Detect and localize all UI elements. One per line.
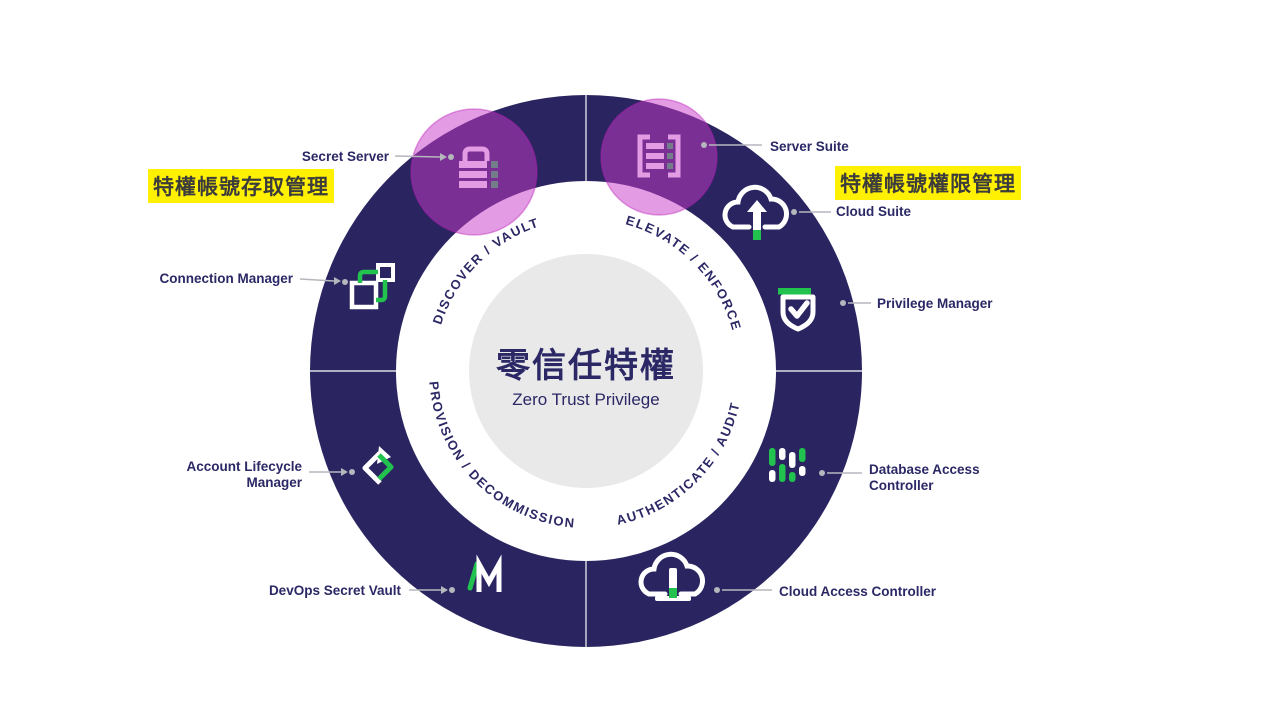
center-circle xyxy=(469,254,703,488)
label-cloud-suite: Cloud Suite xyxy=(836,204,911,219)
account-lifecycle-icon xyxy=(362,446,394,485)
label-privilege-manager: Privilege Manager xyxy=(877,296,993,311)
highlight-circle-server-suite xyxy=(600,98,718,216)
leader-database-access xyxy=(819,470,862,476)
database-access-icon xyxy=(769,448,806,482)
privilege-manager-icon xyxy=(778,288,816,332)
label-secret-server: Secret Server xyxy=(301,149,389,164)
leader-server-suite xyxy=(701,142,762,148)
center-title-en: Zero Trust Privilege xyxy=(512,390,660,409)
leader-devops-vault xyxy=(409,586,455,594)
devops-vault-icon xyxy=(467,554,502,592)
leader-cloud-access xyxy=(714,587,772,593)
label-database-access: Database Access Controller xyxy=(869,462,980,494)
highlight-circle-secret-server xyxy=(410,108,538,236)
label-account-lifecycle-line1: Account Lifecycle xyxy=(186,459,302,474)
label-database-access-line2: Controller xyxy=(869,478,934,494)
leader-secret-server xyxy=(394,153,454,161)
label-server-suite: Server Suite xyxy=(770,139,849,154)
label-account-lifecycle: Account Lifecycle Manager xyxy=(186,459,302,491)
label-database-access-line1: Database Access xyxy=(869,462,980,477)
label-connection-manager: Connection Manager xyxy=(159,271,293,286)
label-account-lifecycle-line2: Manager xyxy=(246,475,302,491)
highlight-label-left: 特權帳號存取管理 xyxy=(148,169,334,203)
cloud-access-icon xyxy=(638,551,706,601)
leader-account-lifecycle xyxy=(309,468,355,476)
label-cloud-access: Cloud Access Controller xyxy=(779,584,937,599)
leader-lines xyxy=(299,142,871,594)
highlight-label-right: 特權帳號權限管理 xyxy=(835,166,1021,200)
leader-connection-manager xyxy=(299,277,348,285)
connection-manager-icon xyxy=(349,263,395,310)
zero-trust-wheel xyxy=(310,95,862,647)
center-title-zh: 零信任特權 xyxy=(496,347,676,385)
leader-privilege-manager xyxy=(840,300,871,306)
label-devops-vault: DevOps Secret Vault xyxy=(268,583,401,598)
leader-cloud-suite xyxy=(791,209,831,215)
cloud-suite-icon xyxy=(722,184,790,240)
